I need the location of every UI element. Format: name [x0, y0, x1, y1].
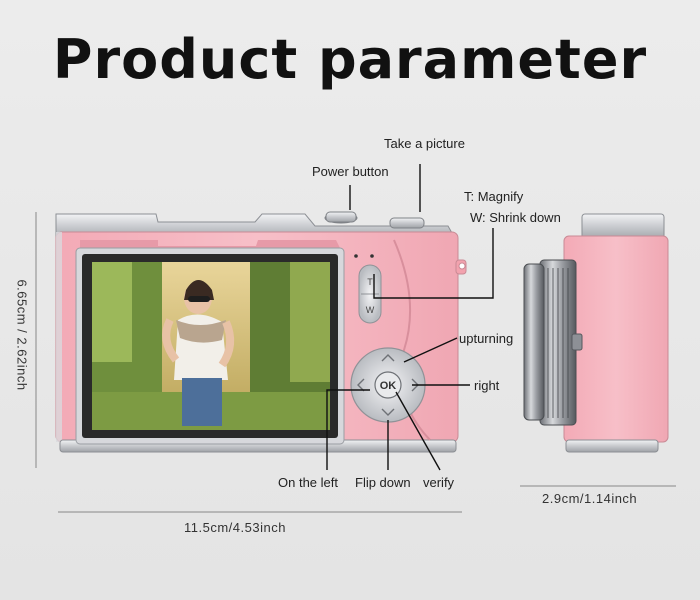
height-dimension: 6.65cm / 2.62inch: [14, 279, 30, 391]
right-label: right: [474, 378, 500, 393]
screen-photo: [92, 262, 330, 430]
camera-side: [523, 213, 669, 453]
zoom-t-label: T: [367, 277, 373, 287]
width-dimension: 11.5cm/4.53inch: [184, 520, 286, 535]
power-button-label: Power button: [312, 164, 389, 179]
dimension-lines: [35, 212, 676, 513]
upturning-label: upturning: [459, 331, 514, 346]
depth-dimension: 2.9cm/1.14inch: [542, 491, 638, 506]
callout-lines: [326, 164, 494, 471]
page-title: Product parameter: [52, 28, 648, 91]
verify-label: verify: [423, 475, 455, 490]
camera-front: [55, 211, 467, 453]
ok-label: OK: [380, 380, 397, 392]
zoom-w-label: W: [366, 305, 375, 315]
take-picture-label: Take a picture: [384, 136, 465, 151]
flip-down-label: Flip down: [355, 475, 411, 490]
shrink-label: W: Shrink down: [470, 210, 561, 225]
magnify-label: T: Magnify: [464, 189, 524, 204]
on-left-label: On the left: [278, 475, 338, 490]
